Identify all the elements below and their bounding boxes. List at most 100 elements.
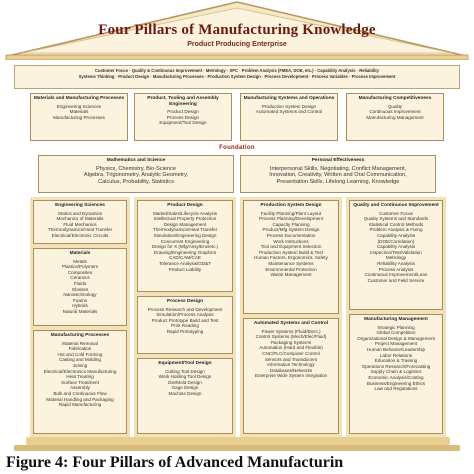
box-item: Databases/Networks	[269, 367, 313, 373]
box-item: Ceramics	[70, 275, 90, 281]
box-item: Statics and Dynamics	[57, 210, 103, 216]
box-item: Business/Engineering Ethics	[366, 380, 426, 386]
box-manufacturing-management: Manufacturing Management Strategic Plann…	[349, 314, 443, 434]
pillar-competitiveness: Manufacturing Competitiveness Quality Co…	[346, 93, 444, 141]
box-manufacturing-processes: Manufacturing Processes Material Removal…	[33, 330, 127, 434]
box-item: Customer and Field Service	[367, 277, 425, 283]
box-item: Machine Design	[168, 390, 202, 396]
box-item: Automation (Hard and Flexible)	[259, 345, 323, 351]
temple-base-step	[14, 445, 460, 451]
box-item: CNC/PLC/Computer Control	[262, 350, 320, 356]
box-item: Gage Design	[171, 385, 199, 391]
box-heading: Production System Design	[260, 203, 322, 208]
box-item: Metals	[73, 258, 87, 264]
box-item: Nanotechnology	[63, 292, 97, 298]
box-item: Print Reading	[171, 323, 199, 329]
box-item: Product Prototype Build and Test	[151, 317, 219, 323]
box-item: Organizational Design & Management	[357, 335, 435, 341]
pillar-product-tooling: Product, Tooling and Assembly Engineerin…	[134, 93, 232, 141]
pillar-base	[130, 437, 240, 445]
box-item: Statistical Control Methods	[368, 221, 424, 227]
box-item: Tool and Equipment Selection	[260, 244, 322, 250]
box-item: Design for X (Mfg/Assy/Env/etc.)	[151, 244, 219, 250]
box-heading: Equipment/Tool Design	[158, 361, 212, 366]
box-item: Control Systems (Mech/Elec/Fluid)	[255, 334, 327, 340]
foundation-item: Interpersonal Skills, Negotiating, Confl…	[269, 165, 407, 172]
box-item: Supply Chain & Logistics	[370, 369, 422, 375]
box-item: Enterprise Wide System Integration	[254, 373, 328, 379]
pillar-heading: Manufacturing Systems and Operations	[243, 96, 335, 101]
box-engineering-sciences: Engineering Sciences Statics and Dynamic…	[33, 200, 127, 244]
pillar-item: Quality	[387, 103, 403, 109]
box-item: Continuous Improvement/Lean	[364, 272, 428, 278]
box-product-design: Product Design Market/Sales/Lifecycle An…	[137, 200, 233, 292]
pillar-item: Product Design	[167, 109, 199, 115]
box-item: Thermodynamics/Heat Transfer	[152, 227, 218, 233]
box-item: Packaging Systems	[270, 339, 312, 345]
pillar-item: Automated Systems and Control	[255, 109, 323, 115]
box-item: Material Handling and Packaging	[46, 396, 114, 402]
foundation-heading: Personal Effectiveness	[311, 158, 365, 163]
box-item: (DOE/Correlation)	[377, 238, 415, 244]
box-item: Waste Management	[270, 272, 312, 278]
box-item: Simulation/Engineering Design	[153, 232, 217, 238]
box-item: Fabrication	[68, 346, 92, 352]
pillar-item: Manufacturing Management	[366, 114, 424, 120]
box-item: Die/Mold Design	[168, 379, 202, 385]
box-item: Work Holding Tool Design	[158, 374, 212, 380]
pillar-heading: Manufacturing Competitiveness	[358, 96, 432, 101]
box-item: Hot and Cold Forming	[57, 351, 103, 357]
box-item: Human Behavior/Leadership	[366, 346, 426, 352]
box-item: Product Liability	[168, 266, 202, 272]
box-item: Inspection/Test/Validation	[370, 249, 422, 255]
box-heading: Manufacturing Management	[364, 317, 428, 322]
box-item: Heat Treating	[66, 374, 94, 380]
box-item: Work Instructions	[273, 238, 309, 244]
pillar-heading: Materials and Manufacturing Processes	[33, 96, 125, 101]
banner-line: Systems Thinking · Product Design · Manu…	[78, 74, 396, 79]
box-heading: Manufacturing Processes	[50, 333, 110, 338]
box-item: Simulation/Process Analysis	[156, 312, 214, 318]
box-item: Environmental Protection	[265, 266, 317, 272]
figure-caption: Figure 4: Four Pillars of Advanced Manuf…	[6, 454, 344, 471]
box-item: Hybrids	[72, 303, 88, 309]
box-item: Facility Planning/Plant Layout	[260, 210, 322, 216]
pillar-item: Manufacturing Processes	[53, 114, 105, 120]
box-item: Plastics/Polymers	[61, 264, 99, 270]
box-item: Assembly	[70, 385, 90, 391]
box-heading: Product Design	[167, 203, 203, 208]
box-item: Thermodynamics/Heat Transfer	[47, 227, 113, 233]
box-item: Customer Focus	[379, 210, 413, 216]
box-equipment-tool-design: Equipment/Tool Design Cutting Tool Desig…	[137, 358, 233, 434]
box-quality-continuous-improvement: Quality and Continuous Improvement Custo…	[349, 200, 443, 310]
pillar-item: Production System Design	[261, 103, 317, 109]
box-item: Information Technology	[267, 362, 315, 368]
box-item: Education & Training	[374, 358, 418, 364]
box-item: Capability Analysis	[376, 244, 416, 250]
pillar-item: Continuous Improvement	[369, 109, 421, 115]
foundation-heading: Mathematics and Science	[106, 158, 166, 163]
box-item: Operations Research/Forecasting	[361, 363, 431, 369]
box-item: Labor Relations	[379, 352, 413, 358]
box-item: Process Planning/Development	[258, 216, 324, 222]
box-heading: Materials	[69, 251, 91, 256]
box-item: Production System Build & Test	[258, 249, 323, 255]
foundation-item: Physics, Chemistry, Bio-Science	[95, 165, 177, 172]
box-item: Casting and Molding	[59, 357, 101, 363]
box-item: Rapid Prototyping	[166, 328, 204, 334]
box-item: Tolerance Analysis/GD&T	[158, 260, 212, 266]
box-item: Natural Materials	[62, 308, 98, 314]
foundation-math-science: Mathematics and Science Physics, Chemist…	[38, 155, 234, 193]
banner-line: Customer Focus · Quality & Continuous Im…	[94, 68, 380, 73]
box-item: Composites	[67, 269, 93, 275]
box-item: Concurrent Engineering	[160, 238, 210, 244]
box-item: Process Analysis	[378, 266, 414, 272]
foundation-item: Innovation, Creativity, Written and Oral…	[269, 172, 407, 179]
box-process-design: Process Design Process Research and Deve…	[137, 296, 233, 354]
box-heading: Process Design	[167, 299, 203, 304]
diagram-subtitle: Product Producing Enterprise	[187, 41, 287, 48]
box-item: Human Factors, Ergonomics, Safety	[254, 255, 328, 261]
box-item: Glasses	[71, 286, 89, 292]
box-item: Rapid Manufacturing	[58, 402, 102, 408]
pillar-base	[342, 437, 450, 445]
